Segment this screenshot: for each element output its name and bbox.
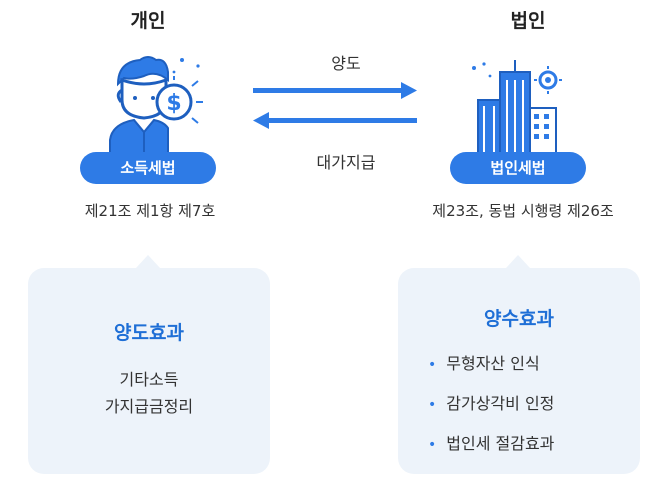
effect-line: 기타소득 [119,370,179,389]
payment-label: 대가지급 [316,153,376,172]
transfer-arrows [253,82,417,129]
arrow-right-icon [253,82,417,99]
corporation-title: 법인 [510,10,546,32]
corporate-tax-reference: 제23조, 동법 시행령 제26조 [432,202,614,220]
effect-line: 가지급금정리 [104,397,194,416]
acquisition-effect-panel: 양수효과 • 무형자산 인식 • 감가상각비 인정 • 법인세 절감효과 [398,255,640,474]
list-item: • 감가상각비 인정 [428,384,554,424]
individual-title: 개인 [130,10,166,32]
person-dollar-icon: $ [104,50,204,161]
transfer-effect-panel: 양도효과 기타소득 가지급금정리 [28,255,270,474]
bubble-notch [506,255,530,268]
transfer-label: 양도 [331,54,361,73]
transfer-effect-title: 양도효과 [114,322,184,344]
income-tax-act-badge: 소득세법 [80,152,216,184]
corporate-tax-act-badge: 법인세법 [450,152,586,184]
income-tax-reference: 제21조 제1항 제7호 [84,202,216,220]
list-item-label: 법인세 절감효과 [446,434,555,453]
arrow-left-icon [253,112,417,129]
building-icon [470,60,580,160]
bubble-notch [136,255,160,268]
bullet-icon: • [428,357,437,373]
acquisition-effect-title: 양수효과 [484,308,554,330]
list-item-label: 무형자산 인식 [446,354,540,373]
bullet-icon: • [428,397,437,413]
list-item: • 법인세 절감효과 [428,424,554,464]
bullet-icon: • [428,437,437,453]
list-item: • 무형자산 인식 [428,344,554,384]
list-item-label: 감가상각비 인정 [446,394,555,413]
acquisition-effect-list: • 무형자산 인식 • 감가상각비 인정 • 법인세 절감효과 [428,344,554,464]
transfer-effect-lines: 기타소득 가지급금정리 [28,366,270,420]
svg-text:$: $ [166,91,181,116]
